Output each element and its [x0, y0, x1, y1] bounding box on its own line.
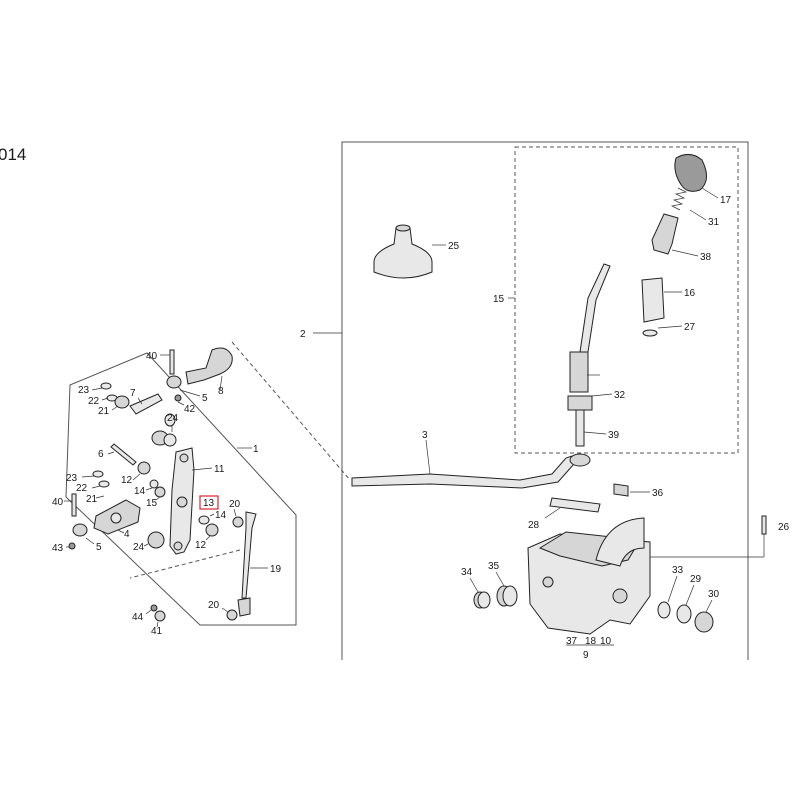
- callout-4: 4: [124, 529, 130, 540]
- callout-13-highlight[interactable]: [199, 495, 219, 510]
- o-ring: [642, 329, 658, 337]
- shifter-housing: [527, 517, 651, 635]
- callout-20-lower: 20: [208, 600, 220, 611]
- callout-33: 33: [672, 565, 684, 576]
- callout-20-top: 20: [229, 499, 241, 510]
- callout-31: 31: [708, 217, 720, 228]
- washer-44: [150, 604, 158, 612]
- connector-line: [231, 341, 351, 481]
- bolt-lower: [71, 493, 77, 517]
- callout-30: 30: [708, 589, 720, 600]
- nut-top: [166, 375, 182, 389]
- diagram-title: 014: [0, 145, 26, 164]
- callout-25: 25: [448, 241, 460, 252]
- callout-15-link: 15: [146, 498, 158, 509]
- callout-37: 37: [566, 636, 578, 647]
- callout-5-lower: 5: [96, 542, 102, 553]
- callout-41: 41: [151, 626, 163, 637]
- callout-29: 29: [690, 574, 702, 585]
- shift-lever-subassembly-frame: [514, 146, 739, 454]
- callout-21-lower: 21: [86, 494, 98, 505]
- tie-rod: [241, 511, 257, 599]
- shift-lever-collar: [569, 351, 589, 393]
- pivot-pin: [549, 497, 601, 513]
- cap: [694, 611, 714, 633]
- callout-14-top: 14: [134, 486, 146, 497]
- callout-6: 6: [98, 449, 104, 460]
- callout-3: 3: [422, 430, 428, 441]
- callout-44: 44: [132, 612, 144, 623]
- nut-lower: [72, 523, 88, 537]
- callout-39: 39: [608, 430, 620, 441]
- callout-12-right: 12: [195, 540, 207, 551]
- bushing: [676, 604, 692, 624]
- callout-28: 28: [528, 520, 540, 531]
- callout-24-lower: 24: [133, 542, 145, 553]
- callout-13[interactable]: 13: [203, 498, 215, 509]
- callout-26: 26: [778, 522, 790, 533]
- callout-22-lower: 22: [76, 483, 88, 494]
- detent-link: [613, 483, 629, 497]
- lock-block: [641, 277, 665, 323]
- spring: [670, 187, 688, 211]
- callout-38: 38: [700, 252, 712, 263]
- housing-bolt: [761, 515, 767, 535]
- callout-8: 8: [218, 386, 224, 397]
- callout-15-lever: 15: [493, 294, 505, 305]
- shift-lever-rod: [579, 263, 611, 353]
- rubber-boot: [373, 224, 433, 279]
- callout-36: 36: [652, 488, 664, 499]
- callout-10: 10: [600, 636, 612, 647]
- lever-sleeve: [651, 213, 679, 255]
- shift-rod: [351, 455, 575, 489]
- callout-32: 32: [614, 390, 626, 401]
- callout-24-top: 24: [167, 413, 179, 424]
- callout-19: 19: [270, 564, 282, 575]
- callout-12-top: 12: [121, 475, 133, 486]
- linkage-frame: [65, 352, 297, 626]
- callout-34: 34: [461, 567, 473, 578]
- callout-11: 11: [214, 464, 225, 475]
- callout-18: 18: [585, 636, 597, 647]
- callout-21-top: 21: [98, 406, 110, 417]
- callout-22-top: 22: [88, 396, 100, 407]
- callout-43: 43: [52, 543, 64, 554]
- assembly-frame: [341, 141, 749, 660]
- callout-16: 16: [684, 288, 696, 299]
- shift-rod-eye: [569, 453, 591, 467]
- upper-lever: [129, 393, 163, 415]
- ball-joint: [185, 347, 233, 385]
- connector-line-lower: [129, 549, 241, 579]
- callout-42: 42: [184, 404, 196, 415]
- callout-14-right: 14: [215, 510, 227, 521]
- callout-9: 9: [583, 650, 589, 661]
- callout-17: 17: [720, 195, 732, 206]
- nut-41: [154, 610, 166, 622]
- bolt-top: [169, 349, 175, 375]
- callout-23-lower: 23: [66, 473, 78, 484]
- washer-42: [174, 394, 182, 402]
- callout-7: 7: [130, 388, 136, 399]
- washer-23-top: [100, 382, 112, 390]
- callout-35: 35: [488, 561, 500, 572]
- callout-40-top: 40: [146, 351, 158, 362]
- long-bolt: [110, 443, 137, 466]
- callout-2: 2: [300, 329, 306, 340]
- shift-knob: [674, 154, 707, 192]
- shift-lever-bushing: [567, 395, 593, 411]
- callout-40-lower: 40: [52, 497, 64, 508]
- callout-5-top: 5: [202, 393, 208, 404]
- callout-23-top: 23: [78, 385, 90, 396]
- shift-lever-pin: [575, 409, 585, 447]
- washer: [657, 601, 671, 619]
- callout-1: 1: [253, 444, 259, 455]
- callout-27: 27: [684, 322, 696, 333]
- washer-43: [68, 542, 76, 550]
- bushing-lower: [147, 531, 165, 549]
